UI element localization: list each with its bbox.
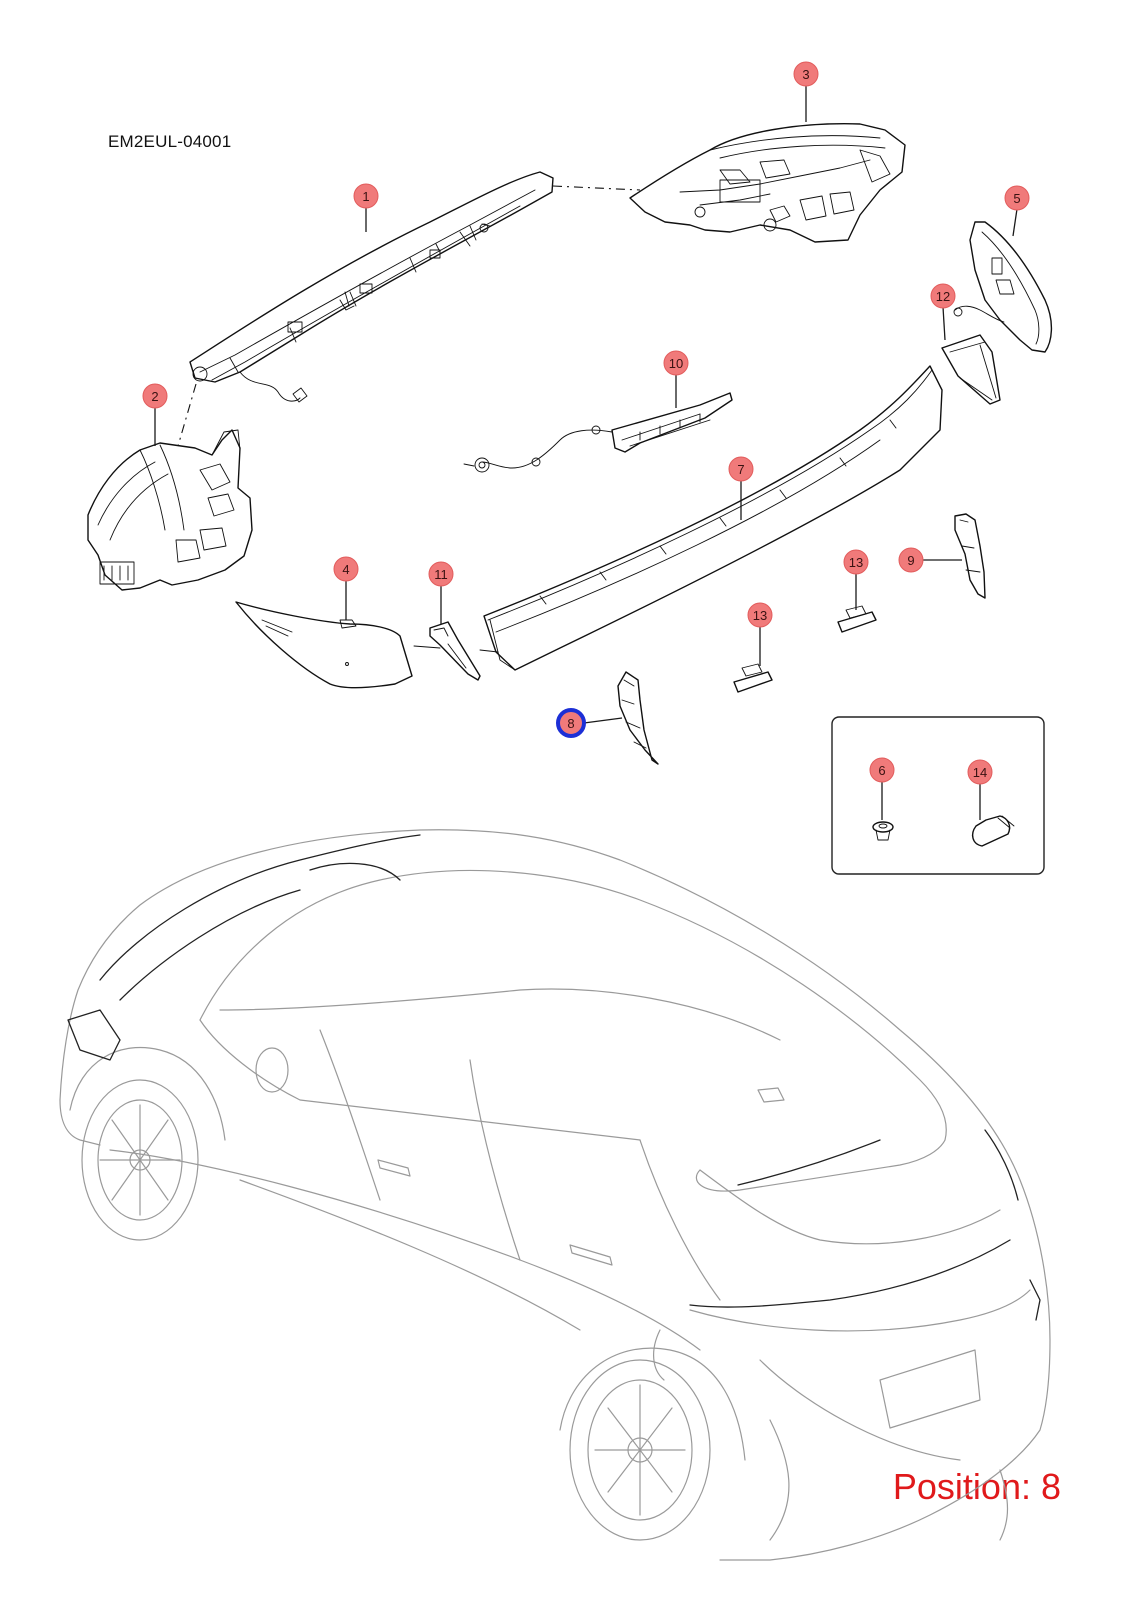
part-14-bulb[interactable]	[971, 815, 1015, 847]
part-10-high-mount-stop-lamp[interactable]	[463, 392, 733, 473]
callout-14-label: 14	[973, 765, 987, 780]
part-1-upper-light-bar[interactable]	[189, 171, 554, 403]
callout-6-label: 6	[878, 763, 885, 778]
callout-1-label: 1	[362, 189, 369, 204]
part-13-license-lamp-upper[interactable]	[837, 605, 877, 633]
callout-10-label: 10	[669, 356, 683, 371]
callout-7-label: 7	[737, 462, 744, 477]
callout-13-upper-label: 13	[849, 555, 863, 570]
callout-6[interactable]: 6	[869, 757, 895, 820]
callout-11-label: 11	[434, 567, 448, 582]
callout-3-label: 3	[802, 67, 809, 82]
fasteners-inset-box	[831, 716, 1045, 875]
part-13-license-lamp-lower[interactable]	[733, 663, 773, 693]
callout-9-label: 9	[907, 553, 914, 568]
callout-8-label: 8	[567, 716, 574, 731]
callout-12[interactable]: 12	[930, 283, 956, 341]
callout-2-label: 2	[151, 389, 158, 404]
callout-13-lower[interactable]: 13	[747, 602, 773, 666]
part-3-rear-lamp-housing[interactable]	[629, 123, 906, 243]
callout-13-lower-label: 13	[753, 608, 767, 623]
callout-1[interactable]: 1	[353, 183, 379, 232]
vehicle-overview	[59, 829, 1051, 1561]
callout-4-label: 4	[342, 562, 349, 577]
callout-7[interactable]: 7	[728, 456, 754, 520]
position-label: Position: 8	[892, 1466, 1061, 1507]
callout-5[interactable]: 5	[1004, 185, 1030, 237]
part-2-left-lamp-housing[interactable]	[87, 429, 253, 591]
callout-14[interactable]: 14	[967, 759, 993, 820]
part-8-reflector-bracket[interactable]	[617, 671, 659, 765]
part-11-bracket[interactable]	[413, 621, 499, 681]
callout-12-label: 12	[936, 289, 950, 304]
callout-8-selected[interactable]: 8	[556, 708, 623, 738]
drawing-code: EM2EUL-04001	[108, 132, 232, 151]
callout-11[interactable]: 11	[428, 561, 454, 624]
part-12-quarter-light[interactable]	[941, 334, 1001, 405]
part-4-left-garnish[interactable]	[235, 601, 413, 689]
callout-13-upper[interactable]: 13	[843, 549, 869, 610]
part-9-right-reflector[interactable]	[954, 513, 986, 599]
callout-10[interactable]: 10	[663, 350, 689, 408]
part-7-tailgate-garnish[interactable]	[483, 365, 943, 671]
part-6-clip[interactable]	[872, 821, 894, 841]
callout-4[interactable]: 4	[333, 556, 359, 620]
part-5-right-tail-lamp[interactable]	[953, 221, 1053, 353]
callout-9[interactable]: 9	[898, 547, 962, 573]
callout-5-label: 5	[1013, 191, 1020, 206]
callout-3[interactable]: 3	[793, 61, 819, 122]
callout-2[interactable]: 2	[142, 383, 168, 446]
